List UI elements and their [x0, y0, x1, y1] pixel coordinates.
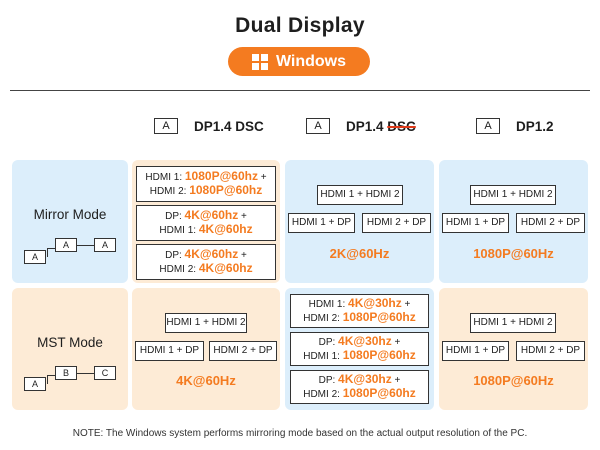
mst-dsc-top: HDMI 1 + HDMI 2 [165, 313, 247, 333]
column-header-dp12: A DP1.2 [476, 117, 554, 135]
mst-dsc-resolution: 4K@60Hz [176, 373, 236, 388]
port-badge: A [306, 118, 330, 134]
monitor-box: A [55, 238, 77, 252]
mst-dp12-top: HDMI 1 + HDMI 2 [470, 313, 556, 333]
mirror-nodsc-resolution: 2K@60Hz [329, 246, 390, 261]
connector-line [47, 375, 48, 384]
mst-nodsc-config-2: DP: 4K@30hz + HDMI 1: 1080P@60hz [290, 332, 429, 366]
monitor-box: A [24, 250, 46, 264]
column-label: DP1.2 [516, 118, 554, 134]
column-label: DP1.4 DSC [194, 118, 264, 134]
column-label: DP1.4 [346, 118, 388, 134]
mst-dsc-left: HDMI 1 + DP [135, 341, 204, 361]
mirror-dsc-config-2: DP: 4K@60hz + HDMI 1: 4K@60hz [136, 205, 276, 241]
footnote: NOTE: The Windows system performs mirror… [72, 428, 528, 439]
mirror-dp12-top: HDMI 1 + HDMI 2 [470, 185, 556, 205]
connector-line [47, 375, 55, 376]
mst-dp12-resolution: 1080P@60Hz [473, 373, 554, 388]
port-badge: A [476, 118, 500, 134]
row-label-mirror: Mirror Mode [33, 207, 107, 222]
mirror-nodsc-top: HDMI 1 + HDMI 2 [317, 185, 403, 205]
mirror-dp12-resolution: 1080P@60Hz [473, 246, 554, 261]
mirror-dp12-right: HDMI 2 + DP [516, 213, 585, 233]
monitor-box: C [94, 366, 116, 380]
mst-dp12-left: HDMI 1 + DP [442, 341, 509, 361]
mst-nodsc-config-3: DP: 4K@30hz + HDMI 2: 1080P@60hz [290, 370, 429, 404]
mirror-dsc-config-1: HDMI 1: 1080P@60hz + HDMI 2: 1080P@60hz [136, 166, 276, 202]
column-header-dp14-dsc: A DP1.4 DSC [154, 117, 264, 135]
mirror-nodsc-left: HDMI 1 + DP [288, 213, 355, 233]
mirror-dsc-config-3: DP: 4K@60hz + HDMI 2: 4K@60hz [136, 244, 276, 280]
page-title: Dual Display [235, 14, 365, 37]
port-badge: A [154, 118, 178, 134]
column-label-strike: DSC [387, 118, 416, 134]
mirror-dp12-left: HDMI 1 + DP [442, 213, 509, 233]
os-badge: Windows [228, 47, 370, 76]
connector-line [47, 248, 55, 249]
monitor-box: A [24, 377, 46, 391]
divider [10, 90, 590, 91]
windows-logo-icon [251, 53, 268, 70]
mst-nodsc-config-1: HDMI 1: 4K@30hz + HDMI 2: 1080P@60hz [290, 294, 429, 328]
mirror-nodsc-right: HDMI 2 + DP [362, 213, 431, 233]
monitor-box: A [94, 238, 116, 252]
mst-dp12-right: HDMI 2 + DP [516, 341, 585, 361]
os-label: Windows [275, 52, 347, 70]
row-label-mst: MST Mode [37, 335, 103, 350]
connector-line [77, 245, 94, 246]
mst-dsc-right: HDMI 2 + DP [209, 341, 277, 361]
monitor-box: B [55, 366, 77, 380]
column-header-dp14-nodsc: A DP1.4 DSC [306, 117, 416, 135]
connector-line [47, 248, 48, 257]
connector-line [77, 373, 94, 374]
